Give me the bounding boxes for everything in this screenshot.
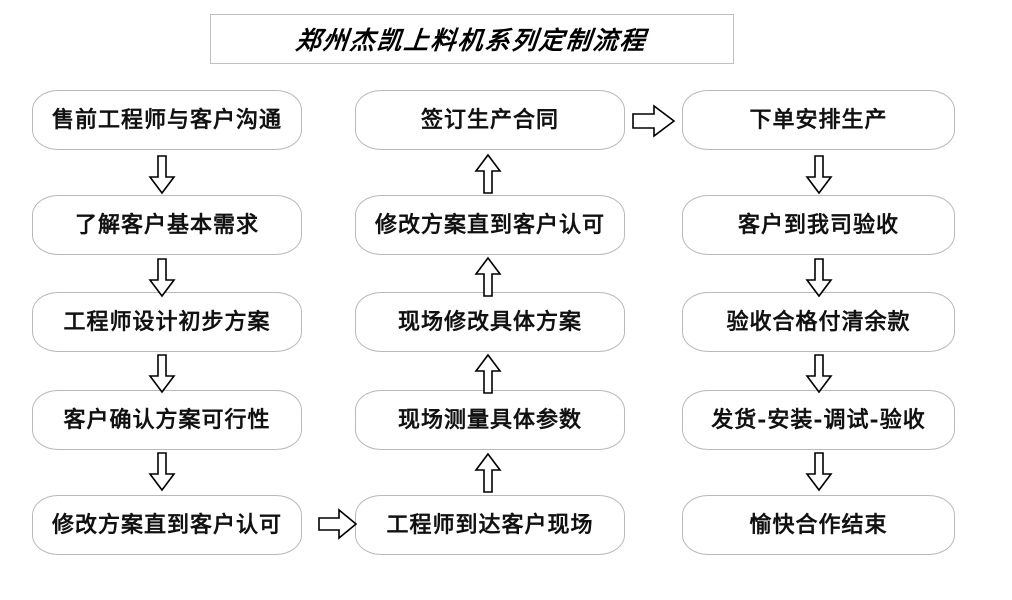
chart-title-box: 郑州杰凯上料机系列定制流程 — [210, 14, 734, 64]
node-sign-production-contract[interactable]: 签订生产合同 — [355, 90, 625, 150]
arrow-up-icon — [474, 452, 502, 494]
arrow-down-icon — [148, 354, 176, 394]
node-label: 下单安排生产 — [749, 107, 888, 133]
node-place-order-production[interactable]: 下单安排生产 — [682, 90, 955, 150]
arrow-up-icon — [474, 153, 502, 195]
arrow-down-icon — [148, 452, 176, 492]
node-label: 工程师设计初步方案 — [63, 309, 271, 335]
node-label: 愉快合作结束 — [749, 512, 888, 538]
node-pre-sales-communication[interactable]: 售前工程师与客户沟通 — [32, 90, 302, 150]
chart-title-text: 郑州杰凯上料机系列定制流程 — [294, 26, 649, 55]
arrow-down-icon — [805, 354, 833, 394]
arrow-right-icon — [318, 508, 358, 540]
node-happy-cooperation-end[interactable]: 愉快合作结束 — [682, 495, 955, 555]
node-customer-confirm-plan[interactable]: 客户确认方案可行性 — [32, 390, 302, 450]
node-customer-inspect-factory[interactable]: 客户到我司验收 — [682, 195, 955, 255]
arrow-down-icon — [805, 452, 833, 492]
arrow-down-icon — [148, 155, 176, 195]
arrow-down-icon — [805, 155, 833, 195]
arrow-up-icon — [474, 353, 502, 395]
node-label: 售前工程师与客户沟通 — [51, 107, 282, 133]
node-label: 修改方案直到客户认可 — [374, 212, 605, 238]
node-revise-until-approved-1[interactable]: 修改方案直到客户认可 — [32, 495, 302, 555]
node-label: 工程师到达客户现场 — [386, 512, 594, 538]
node-label: 客户到我司验收 — [737, 212, 899, 238]
node-label: 签订生产合同 — [420, 107, 559, 133]
node-label: 修改方案直到客户认可 — [51, 512, 282, 538]
node-onsite-measure-params[interactable]: 现场测量具体参数 — [355, 390, 625, 450]
node-label: 发货-安装-调试-验收 — [711, 407, 926, 433]
node-understand-basic-needs[interactable]: 了解客户基本需求 — [32, 195, 302, 255]
arrow-down-icon — [805, 258, 833, 298]
node-label: 现场测量具体参数 — [397, 407, 582, 433]
node-revise-until-approved-2[interactable]: 修改方案直到客户认可 — [355, 195, 625, 255]
node-label: 现场修改具体方案 — [397, 309, 582, 335]
node-pay-balance-after-pass[interactable]: 验收合格付清余款 — [682, 292, 955, 352]
node-label: 验收合格付清余款 — [726, 309, 911, 335]
arrow-up-icon — [474, 256, 502, 298]
node-engineer-arrive-onsite[interactable]: 工程师到达客户现场 — [355, 495, 625, 555]
node-engineer-initial-plan[interactable]: 工程师设计初步方案 — [32, 292, 302, 352]
arrow-down-icon — [148, 258, 176, 298]
arrow-right-icon — [632, 104, 676, 138]
node-label: 了解客户基本需求 — [74, 212, 259, 238]
node-label: 客户确认方案可行性 — [63, 407, 271, 433]
node-onsite-revise-plan[interactable]: 现场修改具体方案 — [355, 292, 625, 352]
node-ship-install-debug-accept[interactable]: 发货-安装-调试-验收 — [682, 390, 955, 450]
